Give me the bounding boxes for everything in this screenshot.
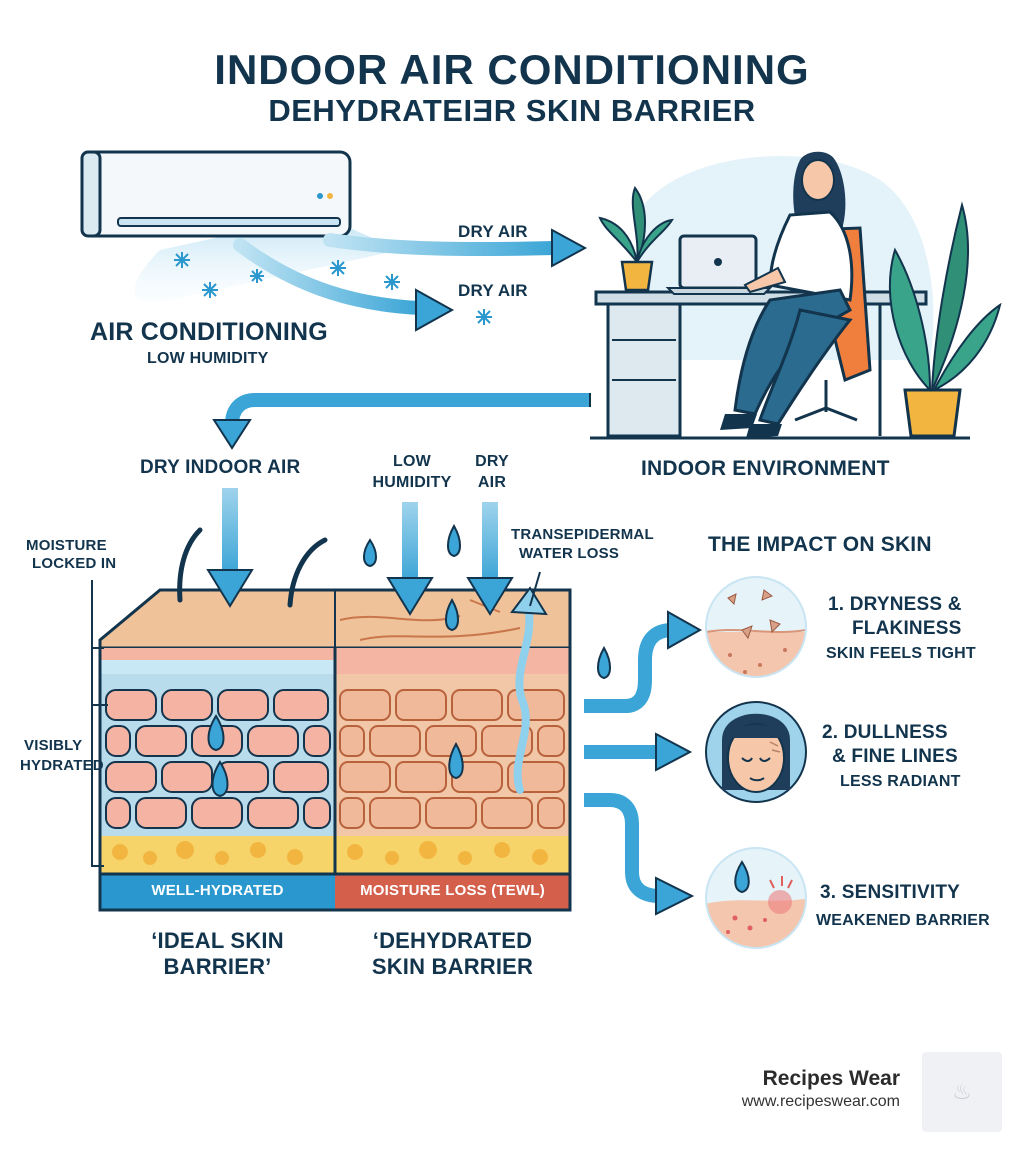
impact-3-title: 3. SENSITIVITY [820, 882, 961, 903]
band-moisture-loss [335, 874, 570, 910]
visibly-hydrated-line-2: HYDRATED [20, 757, 104, 774]
impact-2-title-line-1: 2. DULLNESS [822, 722, 948, 743]
label-brackets [91, 571, 541, 867]
air-conditioner-icon [80, 150, 401, 303]
tewl-label-line-1: TRANSEPIDERMAL [511, 526, 654, 543]
plant-icon [888, 201, 1002, 438]
title-line-2: DEHYDRATEIƎR SKIN BARRIER [268, 93, 756, 128]
band-right-label: MOISTURE LOSS (TEWL) [360, 882, 545, 899]
skin-block [98, 588, 572, 874]
caption-right-line-2: SKIN BARRIER [371, 954, 534, 979]
title-line-1: INDOOR AIR CONDITIONING [214, 46, 810, 93]
laptop-icon [665, 234, 773, 295]
hair [287, 537, 328, 608]
impact-2-title-line-2: & FINE LINES [832, 746, 958, 767]
moisture-locked-line-2: LOCKED IN [32, 555, 117, 572]
band-left-label: WELL-HYDRATED [151, 882, 284, 899]
dry-indoor-air-label: DRY INDOOR AIR [140, 457, 301, 478]
brand-logo-icon: ♨ [952, 1079, 972, 1104]
face-icon [705, 701, 807, 803]
down-arrow-dry-air [466, 502, 514, 616]
dry-air-arrow-bottom [233, 238, 455, 332]
tewl-arrow [510, 586, 548, 794]
caption-right-line-1: ‘DEHYDRATED [372, 928, 533, 953]
snowflake-icon [174, 252, 492, 325]
sensitivity-icon [705, 847, 807, 949]
brand-logo-box [922, 1052, 1002, 1132]
person-at-desk-icon [720, 151, 872, 438]
visibly-hydrated-line-1: VISIBLY [24, 737, 83, 754]
caption-left-line-1: ‘IDEAL SKIN [151, 928, 284, 953]
low-humidity-line-2: HUMIDITY [372, 474, 452, 491]
impact-3-sub: WEAKENED BARRIER [816, 912, 990, 929]
plant-icon [598, 186, 674, 292]
moisture-locked-line-1: MOISTURE [26, 537, 107, 554]
dry-air-arrow-top [323, 228, 588, 268]
water-drop-icon [207, 523, 611, 798]
down-arrow-low-humidity [386, 502, 434, 616]
caption-left-line-2: BARRIER’ [163, 954, 272, 979]
ac-sublabel: LOW HUMIDITY [147, 350, 269, 367]
ac-label: AIR CONDITIONING [90, 318, 328, 346]
brand-name: Recipes Wear [762, 1067, 900, 1090]
down-arrow-dry-indoor-air [206, 488, 254, 608]
dry-air-skin-line-2: AIR [477, 474, 507, 491]
hair [177, 527, 203, 603]
impact-arrow-3 [584, 793, 695, 916]
impact-1-title-line-2: FLAKINESS [852, 618, 962, 639]
impact-arrow-1 [584, 610, 703, 713]
indoor-environment-label: INDOOR ENVIRONMENT [641, 457, 890, 480]
band-well-hydrated [100, 874, 335, 910]
low-humidity-line-1: LOW [393, 453, 431, 470]
impact-1-sub: SKIN FEELS TIGHT [826, 645, 976, 662]
impact-2-sub: LESS RADIANT [840, 773, 961, 790]
impact-heading: THE IMPACT ON SKIN [708, 533, 932, 556]
dry-indoor-air-arrow [212, 393, 591, 450]
tewl-label-line-2: WATER LOSS [519, 545, 620, 562]
dry-air-label-1: DRY AIR [458, 222, 528, 241]
dry-air-skin-line-1: DRY [475, 453, 509, 470]
impact-1-title-line-1: 1. DRYNESS & [828, 594, 962, 615]
brand-url[interactable]: www.recipeswear.com [741, 1093, 900, 1110]
dryness-icon [705, 576, 807, 678]
impact-arrow-2 [584, 732, 693, 772]
dry-air-label-2: DRY AIR [458, 281, 528, 300]
